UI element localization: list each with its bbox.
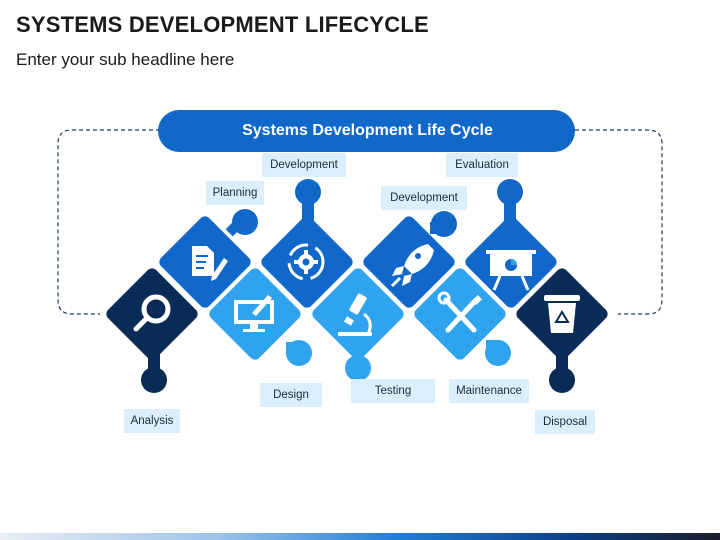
page-subtitle: Enter your sub headline here (16, 50, 235, 69)
dashed-connector-left (57, 129, 160, 315)
microscope-icon (338, 293, 372, 336)
label-development-2: Development (381, 186, 467, 210)
gear-cycle-icon (287, 243, 325, 281)
diamond-testing (312, 268, 404, 360)
label-planning: Planning (206, 181, 264, 205)
rocket-icon (390, 244, 434, 288)
tab-design (286, 340, 312, 366)
presentation-board-icon (486, 250, 536, 291)
diamond-analysis (106, 268, 198, 360)
magnifier-icon (133, 294, 171, 332)
page-title: SYSTEMS DEVELOPMENT LIFECYCLE (16, 12, 429, 37)
label-disposal: Disposal (535, 410, 595, 434)
document-pen-icon (192, 246, 228, 281)
tab-planning (225, 209, 258, 237)
monitor-brush-icon (234, 295, 274, 332)
label-analysis: Analysis (124, 409, 180, 433)
tab-maintenance (485, 340, 511, 366)
banner-pill (158, 110, 575, 152)
banner-title: Systems Development Life Cycle (242, 122, 493, 139)
recycle-bin-icon (544, 295, 580, 333)
label-evaluation: Evaluation (446, 153, 518, 177)
footer-gradient-bar (0, 533, 720, 540)
wrench-screwdriver-icon (437, 291, 482, 333)
label-design: Design (260, 383, 322, 407)
dashed-connector-right (575, 129, 663, 315)
label-development-1: Development (262, 153, 346, 177)
label-testing: Testing (351, 379, 435, 403)
tab-development-2 (430, 211, 457, 237)
label-maintenance: Maintenance (449, 379, 529, 403)
